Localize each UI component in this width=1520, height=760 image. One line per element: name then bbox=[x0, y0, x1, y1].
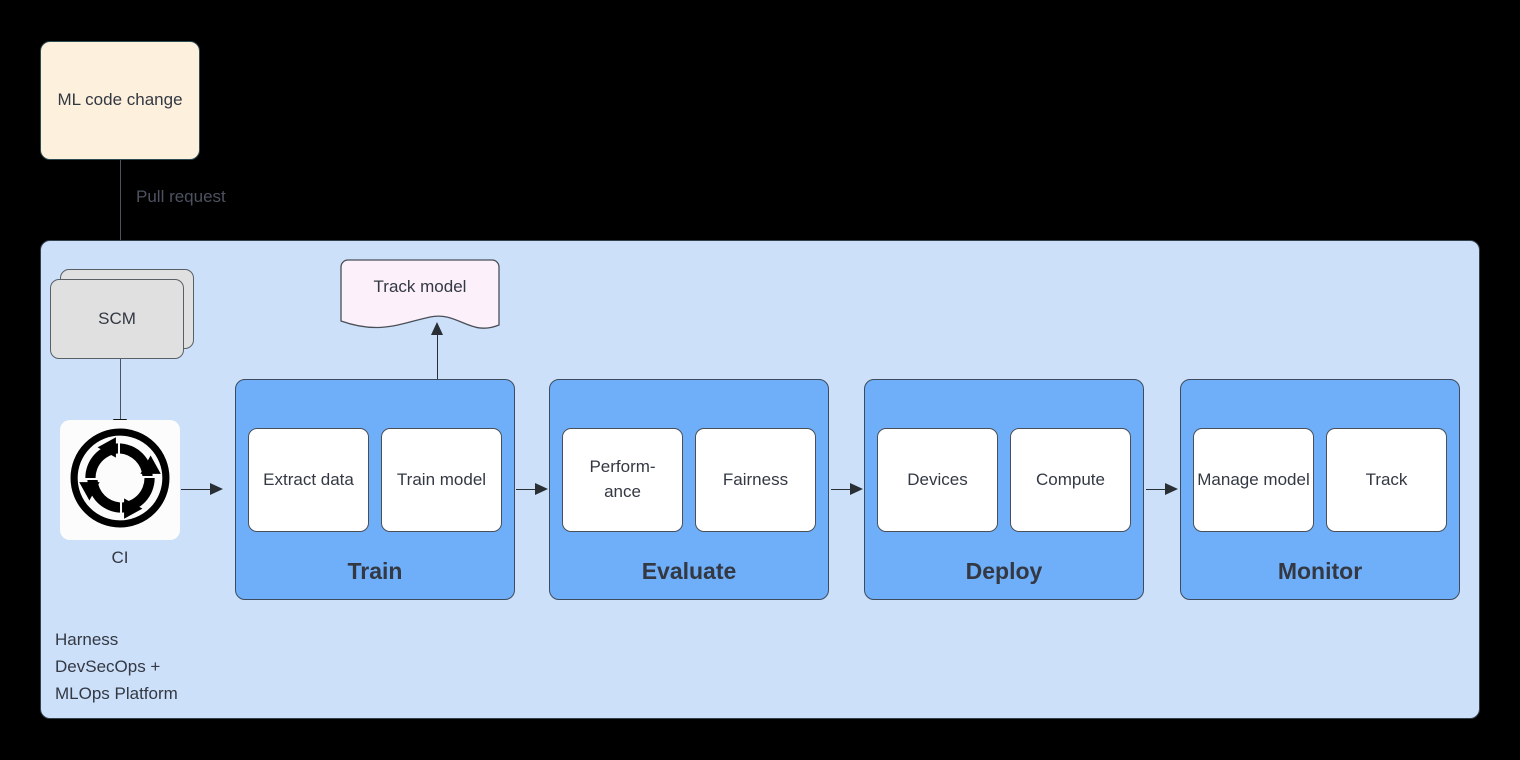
stage-evaluate-card-1[interactable]: Fairness bbox=[695, 428, 816, 532]
ci-label: CI bbox=[111, 548, 129, 567]
stage-evaluate-card-0[interactable]: Perform- ance bbox=[562, 428, 683, 532]
pull-request-edge-line bbox=[120, 160, 121, 256]
evaluate-to-deploy-edge-arrowhead bbox=[850, 483, 863, 495]
stage-monitor-card-0[interactable]: Manage model bbox=[1193, 428, 1314, 532]
deploy-to-monitor-edge-arrowhead bbox=[1165, 483, 1178, 495]
train-to-evaluate-edge-line bbox=[516, 489, 537, 490]
stage-train-title: Train bbox=[347, 558, 403, 584]
stage-evaluate-card-1-label: Fairness bbox=[722, 469, 789, 489]
ci-to-train-edge-line bbox=[181, 489, 212, 490]
stage-deploy-card-1[interactable]: Compute bbox=[1010, 428, 1131, 532]
document-shape-icon bbox=[340, 259, 500, 329]
stage-monitor-card-0-label: Manage model bbox=[1197, 469, 1310, 489]
ml-code-change-node[interactable]: ML code change bbox=[40, 41, 200, 160]
ml-code-change-label: ML code change bbox=[57, 90, 183, 110]
ci-to-train-edge-arrowhead bbox=[210, 483, 223, 495]
train-to-evaluate-edge-arrowhead bbox=[535, 483, 548, 495]
stage-train-card-0-label: Extract data bbox=[263, 469, 354, 489]
deploy-to-monitor-edge-line bbox=[1146, 489, 1167, 490]
train-to-track-model-edge-line bbox=[437, 335, 438, 379]
stage-monitor-cards: Manage model Track bbox=[1193, 428, 1447, 532]
train-to-track-model-edge-arrowhead bbox=[431, 322, 443, 335]
track-model-node[interactable]: Track model bbox=[340, 259, 500, 333]
stage-monitor-card-1[interactable]: Track bbox=[1326, 428, 1447, 532]
stage-evaluate-title: Evaluate bbox=[641, 558, 737, 584]
pull-request-edge-label: Pull request bbox=[136, 187, 226, 206]
stage-monitor[interactable]: Manage model Track Monitor bbox=[1180, 379, 1460, 600]
stage-deploy-card-0[interactable]: Devices bbox=[877, 428, 998, 532]
stage-deploy[interactable]: Devices Compute Deploy bbox=[864, 379, 1144, 600]
track-model-label: Track model bbox=[373, 277, 467, 296]
stage-train-card-1-label: Train model bbox=[396, 469, 487, 489]
stage-evaluate-cards: Perform- ance Fairness bbox=[562, 428, 816, 532]
stage-deploy-card-1-label: Compute bbox=[1036, 469, 1105, 489]
continuous-integration-cycle-icon bbox=[69, 427, 171, 534]
scm-label: SCM bbox=[98, 308, 136, 328]
stage-monitor-card-1-label: Track bbox=[1365, 469, 1408, 489]
stage-train[interactable]: Extract data Train model Train bbox=[235, 379, 515, 600]
ci-node[interactable] bbox=[60, 420, 180, 540]
scm-to-ci-edge-line bbox=[120, 359, 121, 423]
stage-deploy-cards: Devices Compute bbox=[877, 428, 1131, 532]
scm-stack-front-card: SCM bbox=[50, 279, 184, 359]
scm-node[interactable]: SCM bbox=[50, 269, 194, 359]
evaluate-to-deploy-edge-line bbox=[831, 489, 852, 490]
stage-monitor-title: Monitor bbox=[1277, 558, 1363, 584]
stage-train-card-0[interactable]: Extract data bbox=[248, 428, 369, 532]
stage-evaluate-card-0-label: Perform- ance bbox=[589, 457, 656, 501]
stage-train-cards: Extract data Train model bbox=[248, 428, 502, 532]
platform-label: Harness DevSecOps + MLOps Platform bbox=[55, 630, 178, 704]
stage-deploy-card-0-label: Devices bbox=[907, 469, 968, 489]
stage-evaluate[interactable]: Perform- ance Fairness Evaluate bbox=[549, 379, 829, 600]
stage-train-card-1[interactable]: Train model bbox=[381, 428, 502, 532]
stage-deploy-title: Deploy bbox=[965, 558, 1043, 584]
